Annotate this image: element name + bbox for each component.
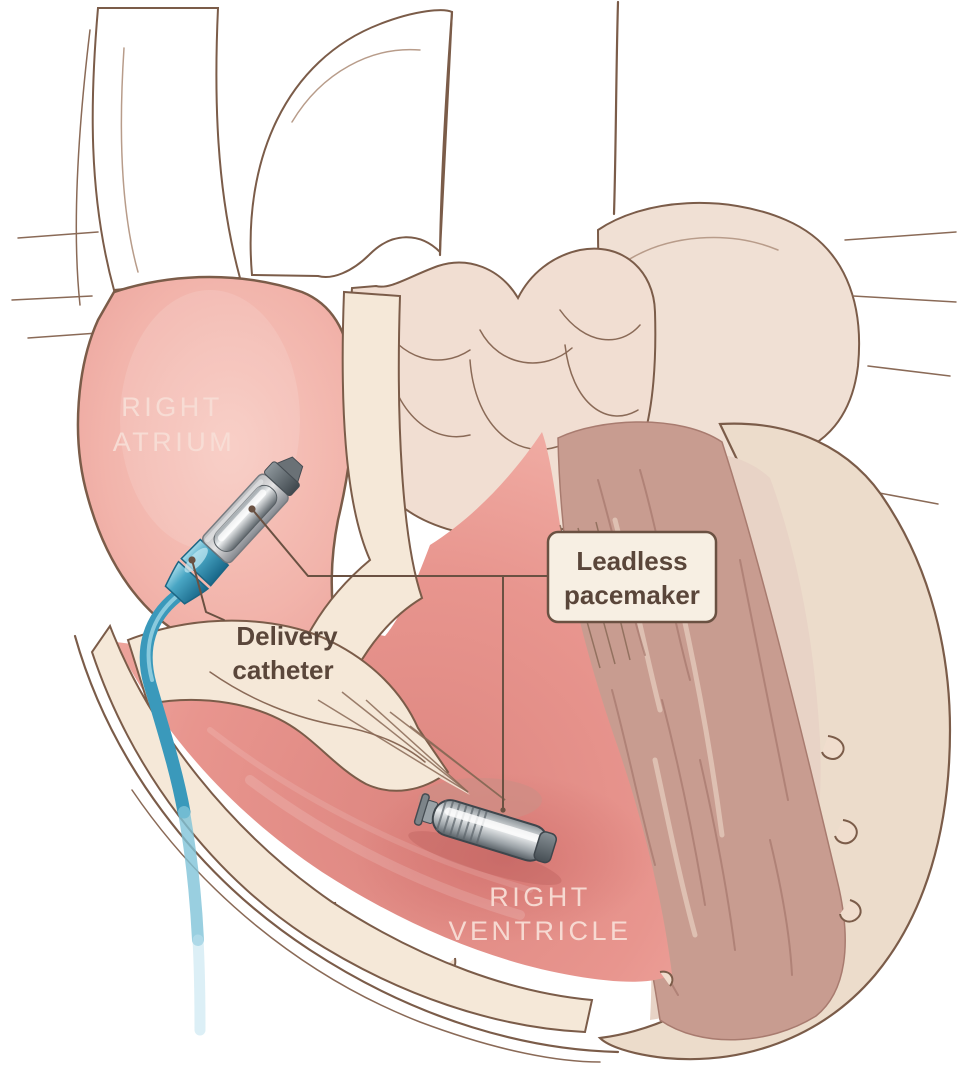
leaflet-arc: [209, 671, 426, 763]
aorta: [249, 9, 454, 278]
pulmonary-vein-lines: [844, 231, 957, 505]
chordae-wedge: [300, 690, 470, 795]
pacemaker-in-sheath-highlight: [217, 489, 267, 542]
left-atrium-arc-1: [624, 236, 779, 263]
pulmonary-trunk-left-edge: [438, 10, 454, 257]
delivery-catheter-callout: Delivery catheter: [232, 621, 338, 685]
pacemaker-highlight: [444, 807, 541, 843]
right-ventricle-label-line2: VENTRICLE: [448, 916, 631, 946]
right-atrium-label-line2: ATRIUM: [113, 427, 236, 457]
delivery-catheter-device: [164, 456, 304, 605]
sheath-highlight: [204, 479, 264, 543]
pacemaker-ribs: [435, 799, 488, 845]
catheter-handle-2: [180, 538, 230, 587]
delivery-catheter-label-line1: Delivery: [236, 621, 338, 651]
tricuspid-cream-band: [126, 619, 450, 792]
trabecular-hooks: [821, 735, 862, 923]
right-atrium-label-line1: RIGHT: [121, 392, 223, 422]
svc-outer-line: [75, 29, 91, 306]
handle-highlight: [184, 547, 208, 573]
leader-line-pacemaker: [251, 508, 549, 577]
great-vessels: [11, 0, 957, 505]
tricuspid-valve: [126, 521, 631, 801]
pulmonary-trunk-right-edge: [612, 0, 620, 216]
catheter-shaft: [139, 590, 206, 1036]
pacemaker-shadow: [408, 831, 562, 886]
catheter-handle: [164, 560, 210, 605]
right-ventricle-label: RIGHT VENTRICLE: [448, 882, 631, 946]
svc-inner-line: [120, 47, 139, 273]
leader-line-catheter: [191, 559, 225, 621]
sheath-nose: [276, 456, 304, 484]
delivery-catheter-label-line2: catheter: [232, 655, 333, 685]
implanted-pacemaker: [408, 793, 562, 886]
callout-box: [546, 530, 718, 624]
pacemaker-distal-tip: [533, 831, 558, 864]
right-ventricle-label-line1: RIGHT: [489, 882, 591, 912]
rv-sheen-2: [207, 727, 533, 893]
heart-outer-contour: [73, 634, 620, 1054]
leadless-pacemaker-label-line1: Leadless: [576, 546, 687, 576]
leadless-pacemaker-callout: Leadless pacemaker: [546, 530, 718, 624]
aorta-inner-arc: [291, 48, 421, 123]
superior-vena-cava: [91, 7, 242, 292]
leader-lines: [188, 505, 549, 813]
right-atrium-label: RIGHT ATRIUM: [113, 392, 236, 457]
leader-dot-catheter: [188, 556, 196, 564]
rv-sheen-1: [245, 775, 525, 920]
pacemaker-in-sheath: [213, 484, 278, 552]
right-pulmonary-branch-lines: [11, 231, 99, 339]
leadless-pacemaker-label-line2: pacemaker: [564, 580, 700, 610]
leader-dot-pacemaker: [248, 505, 256, 513]
leader-dot-ventricle: [500, 807, 506, 813]
